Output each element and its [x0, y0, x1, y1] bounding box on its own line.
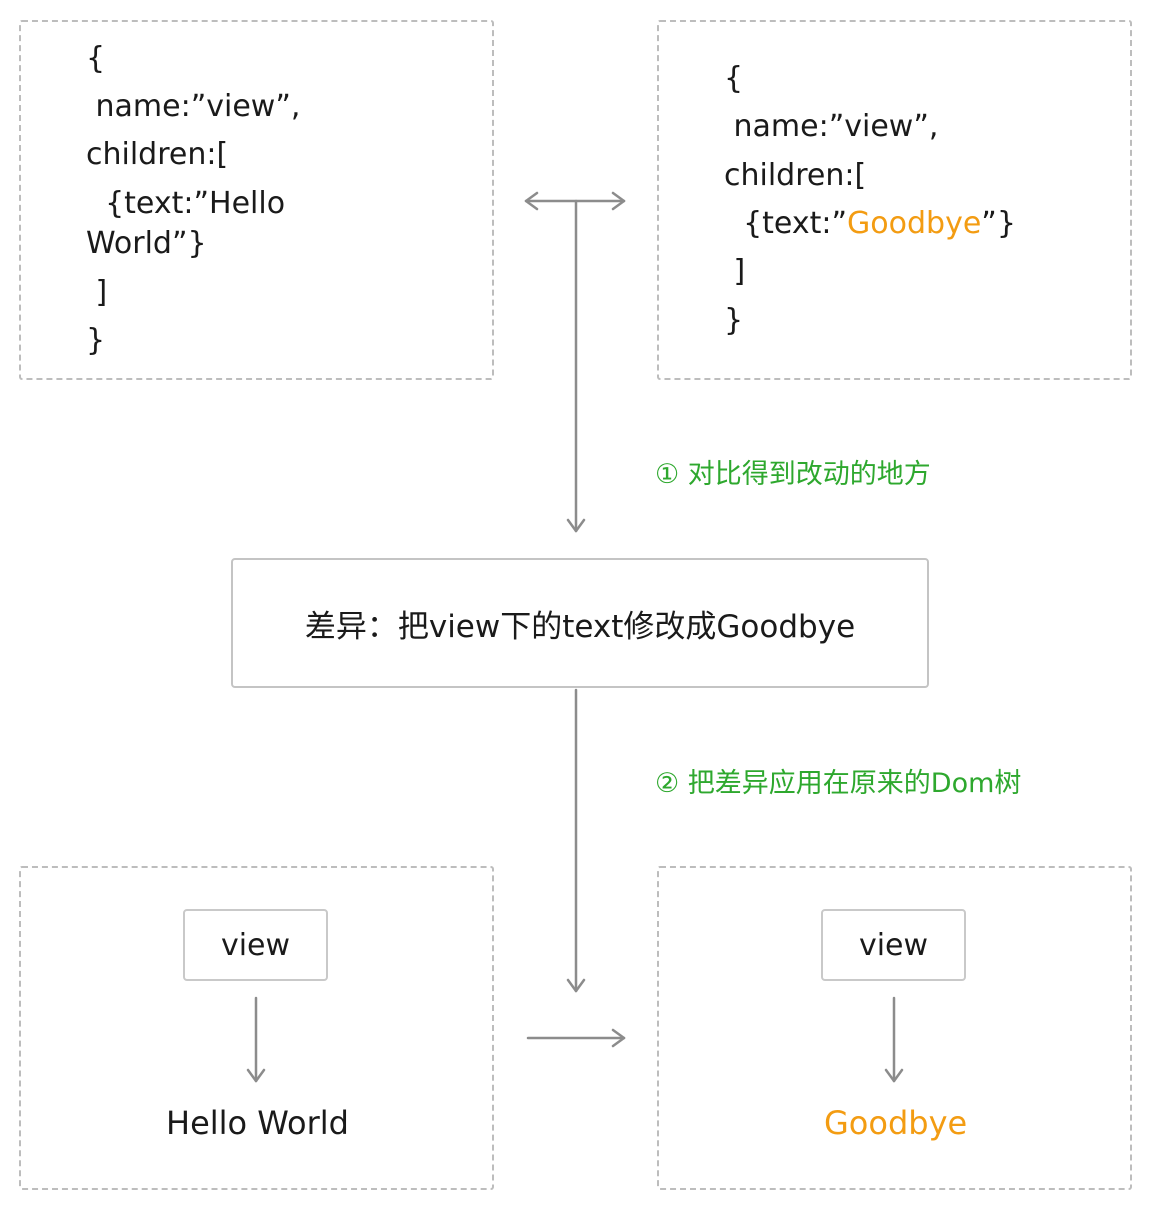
diff-result-box: 差异：把view下的text修改成Goodbye: [231, 558, 929, 688]
patch-right-arrow: [526, 1028, 626, 1048]
new-code-line-5: ]: [724, 254, 746, 289]
old-text-node: Hello World: [166, 1104, 349, 1142]
old-code-line-1: {: [86, 41, 106, 76]
new-code-line-4: {text:”Goodbye”}: [724, 209, 1016, 239]
diff-result-text: 差异：把view下的text修改成Goodbye: [304, 608, 856, 645]
step-2-label: ② 把差异应用在原来的Dom树: [655, 768, 1022, 799]
new-view-node: view: [821, 909, 966, 981]
apply-down-arrow: [566, 688, 586, 993]
step-1-label: ① 对比得到改动的地方: [655, 459, 931, 490]
old-code-line-4: {text:”Hello: [86, 186, 286, 221]
new-code-line-3: children:[: [724, 158, 867, 193]
old-code-line-6: ]: [86, 275, 108, 310]
old-code-line-3: children:[: [86, 137, 229, 172]
old-view-node: view: [183, 909, 328, 981]
new-view-node-label: view: [858, 927, 929, 963]
new-code-line-1: {: [724, 61, 744, 96]
old-virtual-dom-code: { name:”view”, children:[ {text:”Hello W…: [86, 0, 300, 356]
old-tree-child-arrow: [246, 996, 266, 1083]
new-virtual-dom-box: [657, 20, 1132, 380]
old-code-line-5: World”}: [86, 226, 207, 261]
old-code-line-2: name:”view”,: [86, 89, 301, 124]
new-code-line-4-prefix: {text:”: [724, 206, 848, 241]
new-text-node: Goodbye: [824, 1104, 968, 1142]
changed-text-highlight: Goodbye: [847, 206, 982, 241]
old-view-node-label: view: [220, 927, 291, 963]
new-virtual-dom-code: { name:”view”, children:[ {text:”Goodbye…: [724, 0, 1016, 336]
new-code-line-4-suffix: ”}: [981, 206, 1016, 241]
new-code-line-2: name:”view”,: [724, 109, 939, 144]
old-code-line-7: }: [86, 323, 106, 358]
diff-down-arrow: [566, 199, 586, 533]
old-virtual-dom-box: [19, 20, 494, 380]
new-code-line-6: }: [724, 303, 744, 338]
new-tree-child-arrow: [884, 996, 904, 1083]
